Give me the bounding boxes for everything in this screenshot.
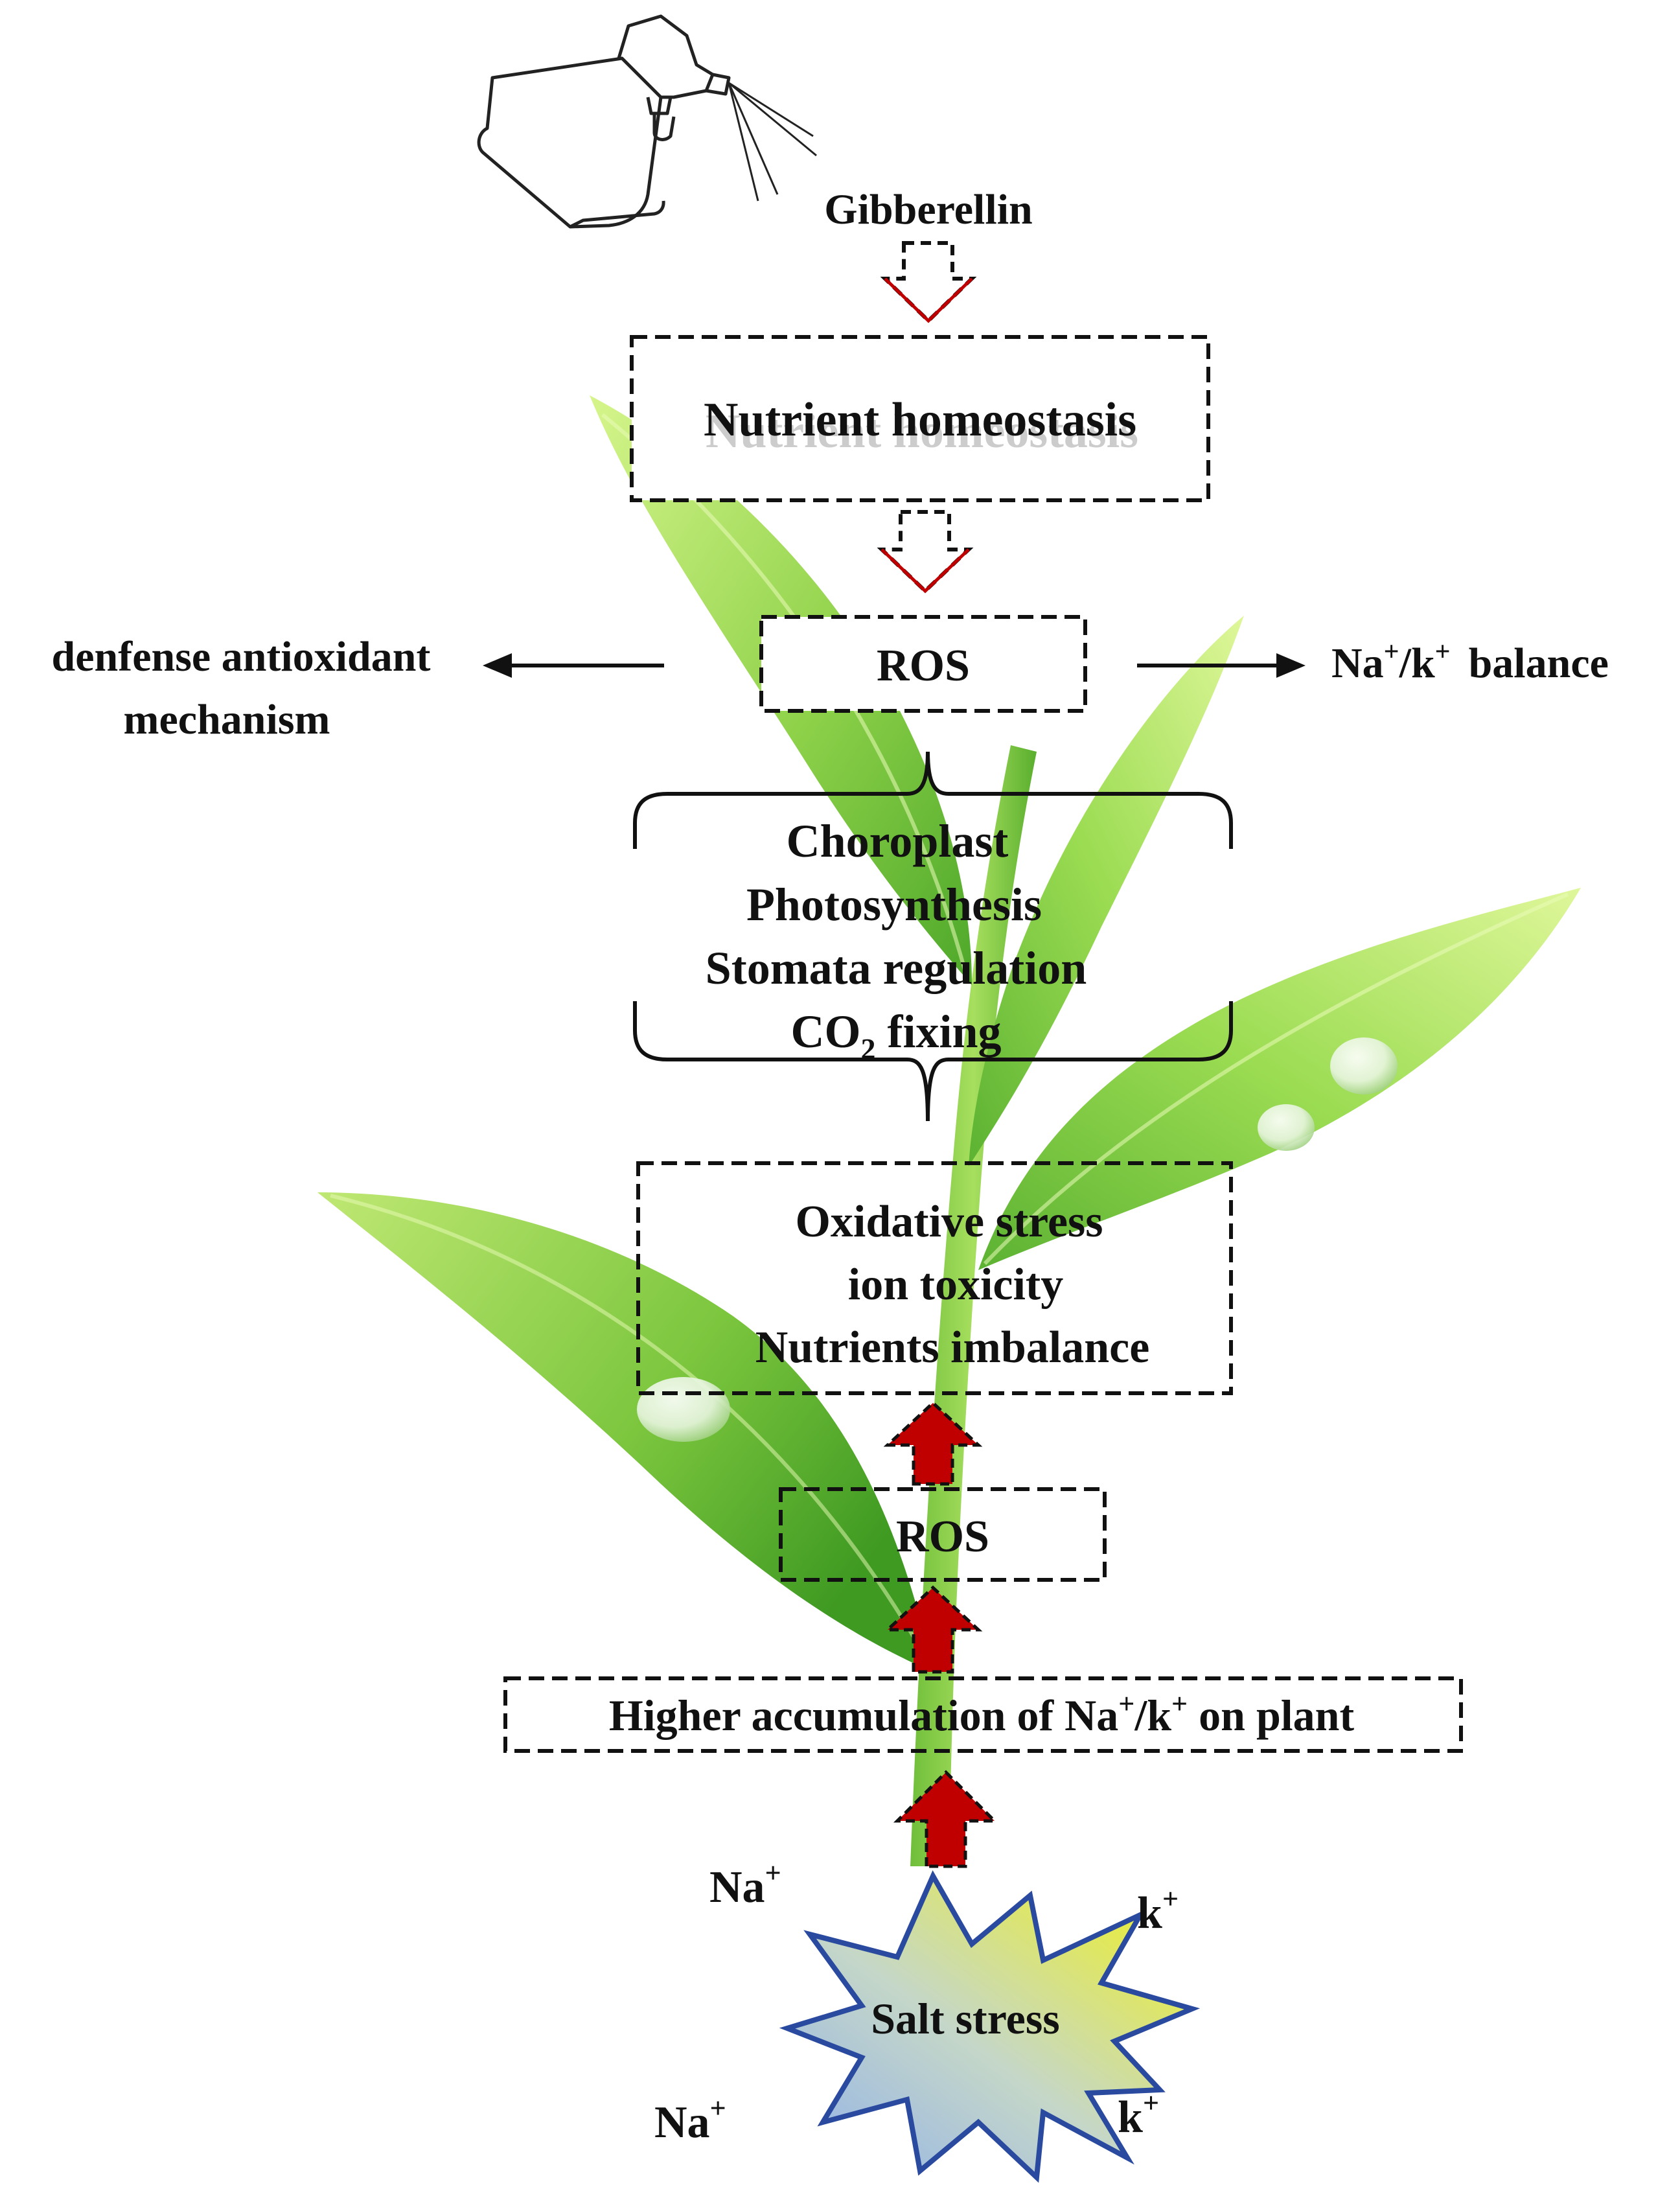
hollow-down-arrow bbox=[880, 241, 977, 324]
photosynthesis-label: Photosynthesis bbox=[746, 879, 1042, 931]
na-ion-top: Na+ bbox=[709, 1857, 781, 1912]
k-ion-bottom: k+ bbox=[1118, 2087, 1159, 2142]
leaf-left bbox=[317, 1192, 933, 1672]
left-arrow bbox=[483, 653, 664, 678]
stress-effects-box bbox=[636, 1161, 1233, 1395]
bottom-brace bbox=[633, 1001, 1233, 1122]
nutrients-imbalance-label: Nutrients imbalance bbox=[755, 1323, 1150, 1372]
salt-stress-starburst bbox=[779, 1870, 1201, 2183]
right-arrow bbox=[1137, 653, 1306, 678]
nutrient-homeostasis-label: Nutrient homeostasis bbox=[704, 393, 1136, 446]
chloroplast-label: Choroplast bbox=[787, 815, 1009, 867]
ros-top-label: ROS bbox=[877, 641, 970, 691]
red-up-arrow bbox=[883, 1585, 983, 1674]
stomata-regulation-label: Stomata regulation bbox=[706, 942, 1087, 994]
leaf-right bbox=[978, 888, 1581, 1270]
higher-accumulation-label: Higher accumulation of Na+/k+ on plant bbox=[609, 1688, 1355, 1740]
water-droplet bbox=[637, 1377, 730, 1442]
water-droplet bbox=[1330, 1037, 1398, 1094]
ros-bottom-box bbox=[779, 1487, 1107, 1582]
oxidative-stress-label: Oxidative stress bbox=[795, 1197, 1103, 1247]
spray-bottle-icon bbox=[477, 14, 817, 229]
k-ion-top: k+ bbox=[1137, 1883, 1179, 1938]
plant-illustration bbox=[317, 395, 1581, 1866]
top-brace bbox=[633, 751, 1233, 849]
ros-bottom-label: ROS bbox=[896, 1512, 989, 1562]
red-up-arrow bbox=[883, 1400, 983, 1486]
leaf-top-right bbox=[969, 616, 1244, 1166]
leaf-vein-left bbox=[330, 1194, 928, 1660]
water-droplet bbox=[1258, 1104, 1315, 1151]
na-k-balance-label: Na+/k+balance bbox=[1331, 637, 1609, 687]
leaf-vein-right bbox=[983, 892, 1569, 1266]
ion-toxicity-label: ion toxicity bbox=[848, 1260, 1063, 1310]
nutrient-homeostasis-box bbox=[630, 335, 1210, 502]
svg-text:Nutrient homeostasis: Nutrient homeostasis bbox=[706, 405, 1138, 458]
salt-stress-label: Salt stress bbox=[871, 1994, 1060, 2043]
co2-fixing-label: CO2 fixing bbox=[790, 1006, 1001, 1065]
plant-stem bbox=[910, 745, 1037, 1866]
gibberellin-label: Gibberellin bbox=[824, 186, 1033, 233]
mechanism-label: mechanism bbox=[124, 696, 330, 743]
na-ion-bottom: Na+ bbox=[654, 2092, 726, 2148]
ros-top-box bbox=[759, 615, 1087, 713]
accumulation-box bbox=[503, 1676, 1463, 1753]
defense-antioxidant-label: denfense antioxidant bbox=[52, 633, 431, 680]
hollow-down-arrow bbox=[877, 510, 974, 594]
red-up-arrow bbox=[893, 1770, 999, 1868]
